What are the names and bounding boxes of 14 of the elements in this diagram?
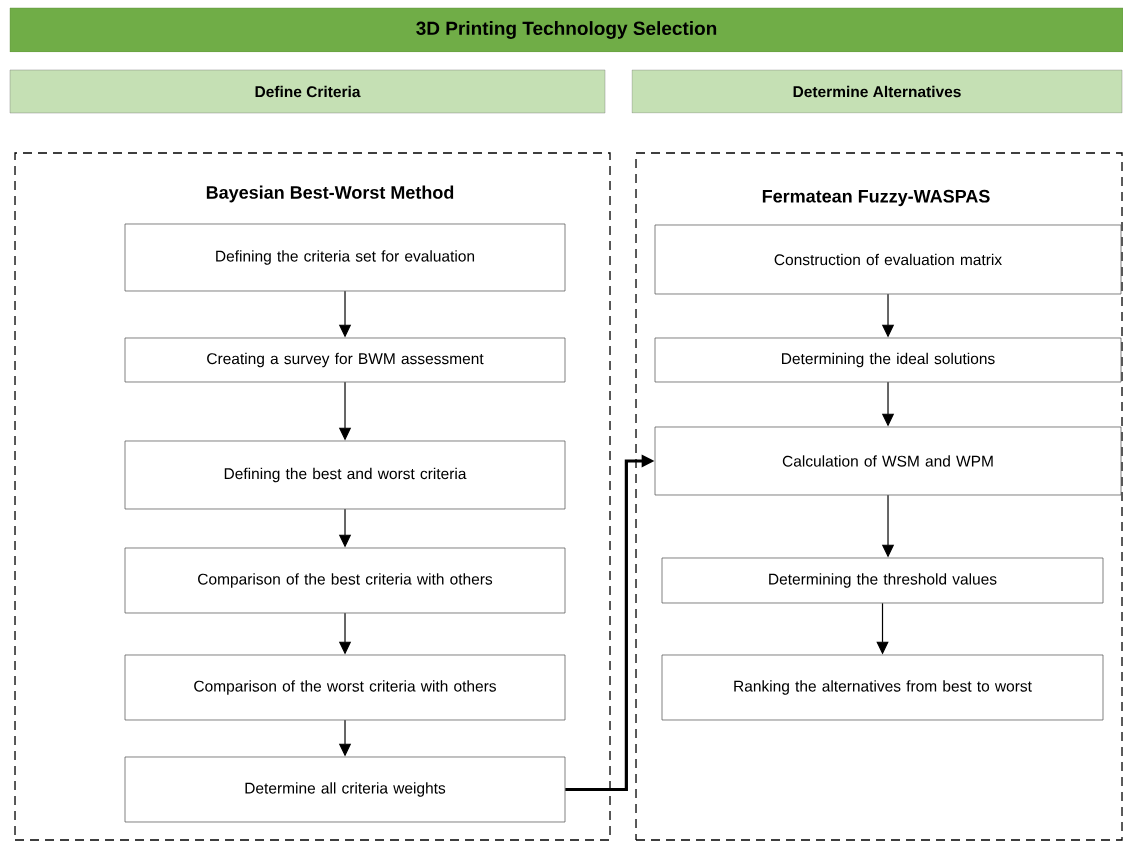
process-box: Ranking the alternatives from best to worst [661,654,1104,721]
process-box: Determine all criteria weights [124,756,566,823]
process-box: Comparison of the worst criteria with others [124,654,566,721]
process-box: Defining the criteria set for evaluation [124,223,566,292]
process-box: Defining the best and worst criteria [124,440,566,510]
process-box: Construction of evaluation matrix [654,224,1122,295]
section-header: Define Criteria [9,69,606,114]
title-banner: 3D Printing Technology Selection [9,7,1123,53]
process-box: Creating a survey for BWM assessment [124,337,566,383]
process-box: Determining the ideal solutions [654,337,1122,383]
process-box: Calculation of WSM and WPM [654,426,1122,496]
section-header: Determine Alternatives [631,69,1123,114]
process-box: Comparison of the best criteria with others [124,547,566,614]
process-box: Determining the threshold values [661,557,1104,604]
